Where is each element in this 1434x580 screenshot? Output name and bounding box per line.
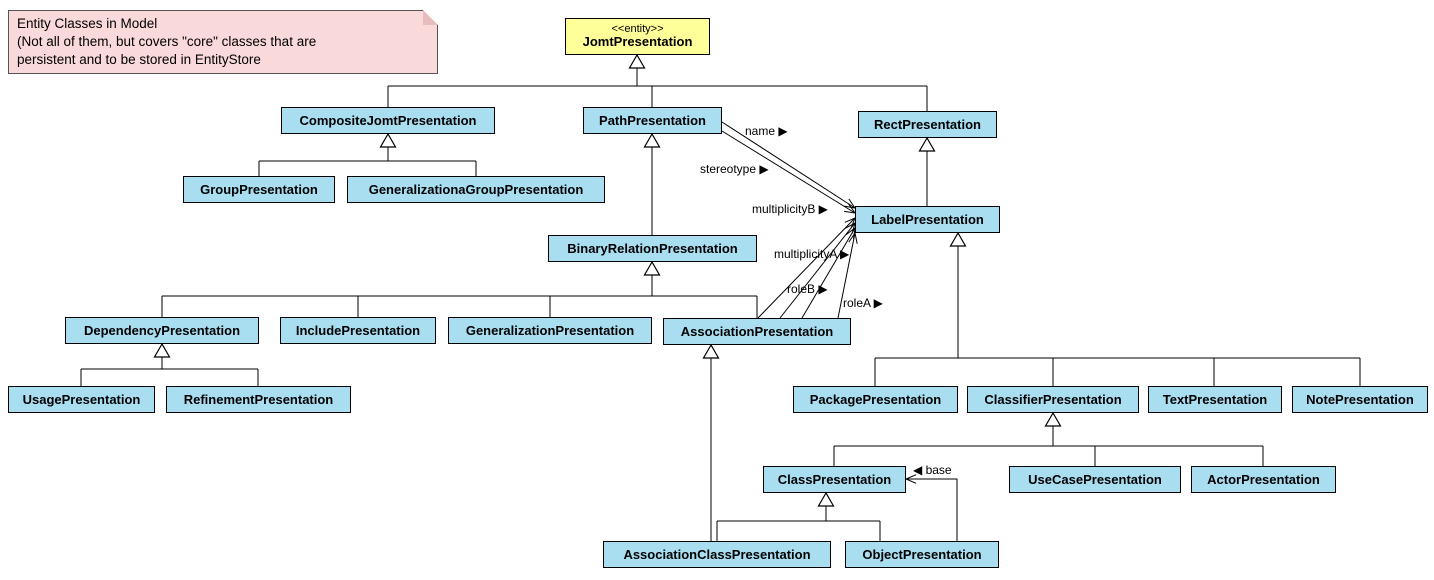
class-node-refinement-presentation[interactable]: RefinementPresentation — [166, 386, 351, 413]
edge-label-name: name ▶ — [745, 124, 788, 138]
open-arrowhead-icon — [848, 231, 858, 244]
class-node-label: LabelPresentation — [871, 212, 984, 227]
class-node-classifier-presentation[interactable]: ClassifierPresentation — [967, 386, 1139, 413]
class-node-generalization-presentation[interactable]: GeneralizationPresentation — [448, 317, 652, 344]
class-node-label: ObjectPresentation — [862, 547, 982, 562]
class-node-text-presentation[interactable]: TextPresentation — [1148, 386, 1282, 413]
class-node-label: PathPresentation — [599, 113, 706, 128]
generalization-triangle-icon — [628, 53, 646, 69]
edge-line-43 — [837, 232, 856, 319]
class-node-association-presentation[interactable]: AssociationPresentation — [663, 318, 851, 345]
class-node-label: GeneralizationaGroupPresentation — [368, 182, 584, 197]
class-node-label: CompositeJomtPresentation — [299, 113, 477, 128]
edge-line-37 — [906, 478, 958, 541]
class-node-usecase-presentation[interactable]: UseCasePresentation — [1009, 466, 1181, 493]
open-arrowhead-icon — [904, 474, 917, 484]
class-node-label: ClassPresentation — [777, 472, 892, 487]
generalization-triangle-icon — [918, 136, 936, 152]
edge-label-multiplicityB: multiplicityB ▶ — [752, 202, 828, 216]
class-node-label: AssociationPresentation — [680, 324, 834, 339]
note-line-1: Entity Classes in Model — [17, 16, 158, 31]
class-node-rect-presentation[interactable]: RectPresentation — [858, 111, 997, 138]
generalization-triangle-icon — [702, 343, 720, 359]
diagram-note[interactable]: Entity Classes in Model (Not all of them… — [8, 10, 438, 74]
class-node-include-presentation[interactable]: IncludePresentation — [280, 317, 436, 344]
class-node-class-presentation[interactable]: ClassPresentation — [763, 466, 906, 493]
class-node-label: NotePresentation — [1306, 392, 1414, 407]
edge-line-40 — [757, 217, 856, 319]
class-node-label: PackagePresentation — [809, 392, 942, 407]
generalization-triangle-icon — [379, 132, 397, 148]
entity-name-label: JomtPresentation — [582, 34, 693, 50]
class-node-label: GeneralizationPresentation — [465, 323, 635, 338]
edge-label-base: ◀ base — [913, 463, 952, 477]
edge-label-stereotype: stereotype ▶ — [700, 162, 769, 176]
class-node-label: AssociationClassPresentation — [623, 547, 811, 562]
class-node-dependency-presentation[interactable]: DependencyPresentation — [65, 317, 259, 344]
class-node-note-presentation[interactable]: NotePresentation — [1292, 386, 1428, 413]
class-node-label: RefinementPresentation — [183, 392, 334, 407]
class-node-composite-jomt-presentation[interactable]: CompositeJomtPresentation — [281, 107, 495, 134]
class-node-usage-presentation[interactable]: UsagePresentation — [8, 386, 155, 413]
class-node-object-presentation[interactable]: ObjectPresentation — [845, 541, 999, 568]
edge-line-41 — [779, 222, 856, 319]
class-node-label: UsagePresentation — [22, 392, 141, 407]
class-node-label: GroupPresentation — [200, 182, 318, 197]
note-line-3: persistent and to be stored in EntitySto… — [17, 52, 261, 68]
class-node-association-class-presentation[interactable]: AssociationClassPresentation — [603, 541, 831, 568]
generalization-triangle-icon — [153, 342, 171, 358]
class-node-package-presentation[interactable]: PackagePresentation — [793, 386, 958, 413]
class-node-jomt-presentation[interactable]: <<entity>> JomtPresentation — [565, 18, 710, 55]
class-node-label: IncludePresentation — [295, 323, 421, 338]
class-node-label: TextPresentation — [1162, 392, 1268, 407]
class-node-label: UseCasePresentation — [1028, 472, 1162, 487]
generalization-triangle-icon — [643, 260, 661, 276]
class-node-label: ActorPresentation — [1207, 472, 1320, 487]
edge-label-roleB: roleB ▶ — [787, 282, 828, 296]
class-node-label-presentation[interactable]: LabelPresentation — [855, 206, 1000, 233]
class-node-label: BinaryRelationPresentation — [567, 241, 738, 256]
class-node-path-presentation[interactable]: PathPresentation — [583, 107, 722, 134]
generalization-triangle-icon — [949, 231, 967, 247]
edge-line-38 — [721, 121, 856, 209]
generalization-triangle-icon — [817, 491, 835, 507]
edge-line-42 — [801, 227, 856, 319]
class-node-group-presentation[interactable]: GroupPresentation — [183, 176, 335, 203]
edge-label-roleA: roleA ▶ — [843, 296, 883, 310]
generalization-triangle-icon — [1044, 411, 1062, 427]
class-node-generalizationa-group-presentation[interactable]: GeneralizationaGroupPresentation — [347, 176, 605, 203]
edge-label-multiplicityA: multiplicityA ▶ — [774, 247, 850, 261]
class-node-label: ClassifierPresentation — [984, 392, 1122, 407]
class-node-binary-relation-presentation[interactable]: BinaryRelationPresentation — [548, 235, 757, 262]
entity-stereotype-label: <<entity>> — [611, 23, 664, 36]
class-node-label: RectPresentation — [874, 117, 981, 132]
generalization-triangle-icon — [643, 132, 661, 148]
edge-line-39 — [721, 130, 856, 214]
class-node-label: DependencyPresentation — [83, 323, 241, 338]
class-node-actor-presentation[interactable]: ActorPresentation — [1191, 466, 1336, 493]
note-line-2: (Not all of them, but covers "core" clas… — [17, 34, 317, 50]
